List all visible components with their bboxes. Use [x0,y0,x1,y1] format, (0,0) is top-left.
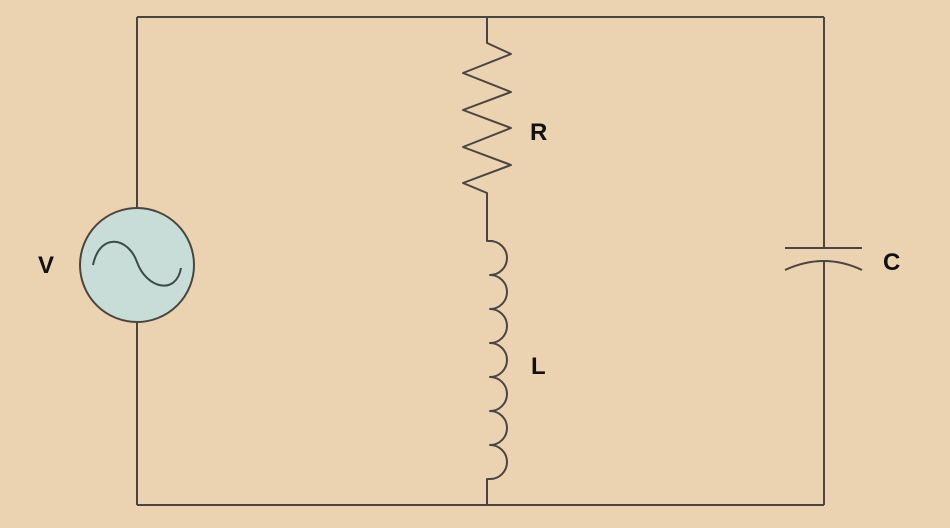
resistor-zigzag [462,17,512,242]
resistor-label: R [530,119,547,146]
capacitor-label: C [883,249,900,276]
source-label: V [38,252,54,279]
capacitor-plate-curved [784,260,863,271]
inductor-coil [486,240,508,505]
inductor-label: L [531,353,546,380]
ac-source-icon [79,207,195,323]
